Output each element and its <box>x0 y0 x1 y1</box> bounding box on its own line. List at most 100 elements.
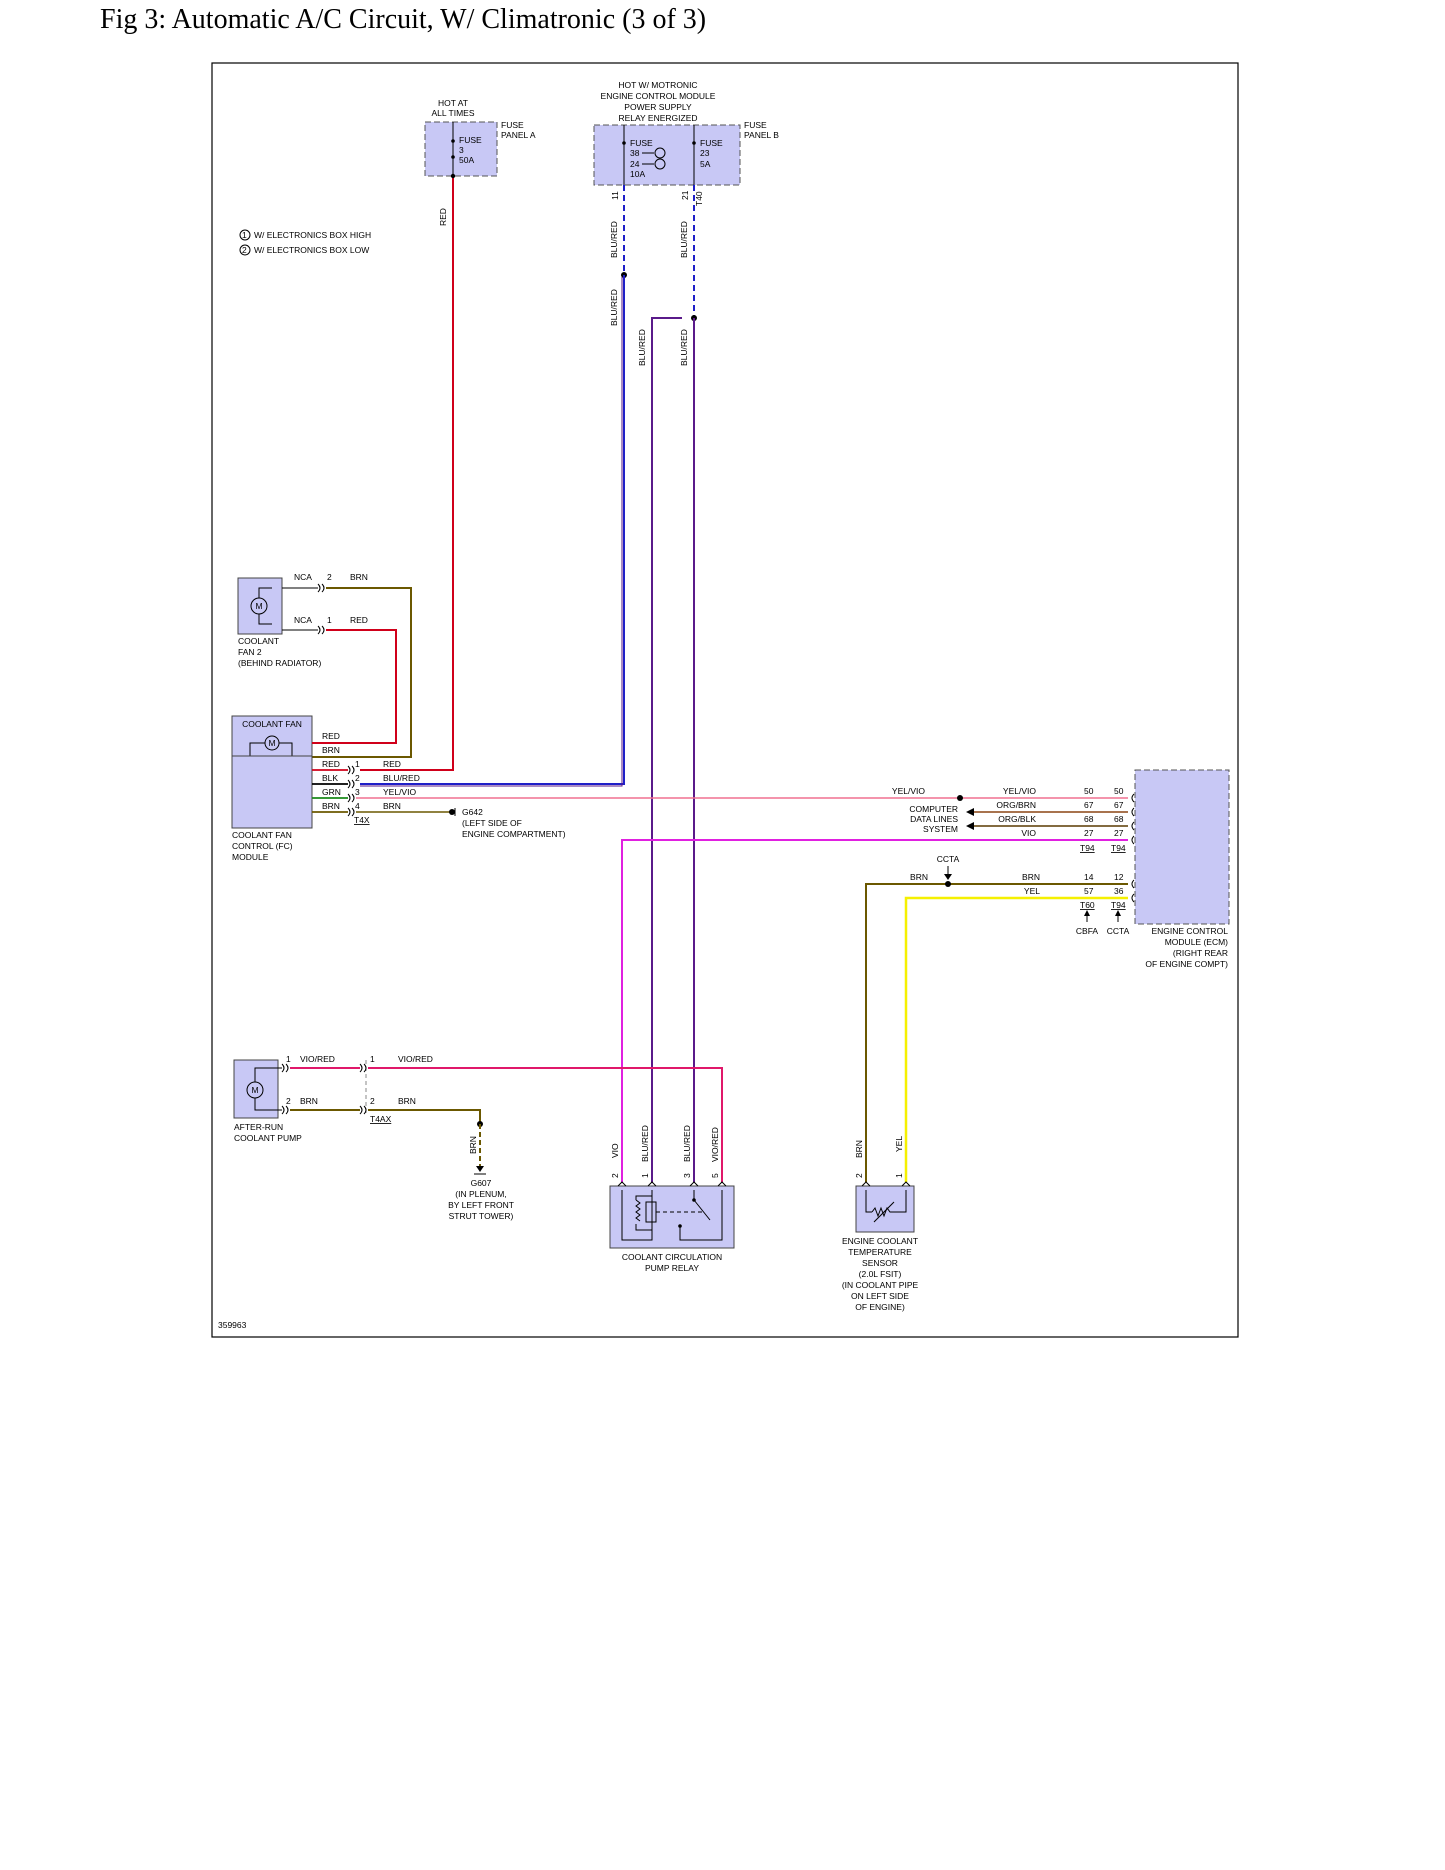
dl-row1-pa: 50 <box>1084 786 1094 796</box>
fan2-pin1-wire: RED <box>350 615 368 625</box>
fuse-b-hot-label-2: ENGINE CONTROL MODULE <box>601 91 716 101</box>
after-run-pump: M AFTER-RUN COOLANT PUMP 1 VIO/RED 1 VIO… <box>233 1054 433 1143</box>
ect-label-4: (2.0L FSIT) <box>859 1269 902 1279</box>
fuse-b1-label: FUSE <box>630 138 653 148</box>
fan2-pin2: 2 <box>327 572 332 582</box>
ect-pin-right: 1 <box>894 1173 904 1178</box>
fc-label-1: COOLANT FAN <box>232 830 292 840</box>
relay-pin2-wire: VIO <box>610 1143 620 1158</box>
ecm-label-3: (RIGHT REAR <box>1173 948 1228 958</box>
figure-id: 359963 <box>218 1320 247 1330</box>
ect-wire-right: YEL <box>894 1136 904 1152</box>
g642-id: G642 <box>462 807 483 817</box>
fc-connector: T4X <box>354 815 370 825</box>
fuse-b-panel-label-2: PANEL B <box>744 130 779 140</box>
ccta-row2-pb: 36 <box>1114 886 1124 896</box>
wire-brn-fan2 <box>310 587 412 758</box>
ccta-junction: CCTA BRN BRN 14 12 YEL 57 36 T60 T94 CBF… <box>910 854 1130 936</box>
wire-brn-ect <box>865 883 1128 1182</box>
dl-row3-pb: 68 <box>1114 814 1124 824</box>
fuse-b-connector: T40 <box>694 191 704 206</box>
fuse-b2-label: FUSE <box>700 138 723 148</box>
ect-label-1: ENGINE COOLANT <box>842 1236 918 1246</box>
legend-item-2: W/ ELECTRONICS BOX LOW <box>254 245 369 255</box>
fc-label-3: MODULE <box>232 852 269 862</box>
fc-pin1-right: RED <box>383 759 401 769</box>
dl-row2-wire: ORG/BRN <box>996 800 1036 810</box>
wire-vio <box>621 839 1128 1182</box>
fan2-motor: M <box>255 601 262 611</box>
wire-red-fan2 <box>310 629 397 744</box>
coolant-fan-motor: M <box>268 738 275 748</box>
dl-row3-wire: ORG/BLK <box>998 814 1036 824</box>
fuse-a-fuse-rating: 50A <box>459 155 474 165</box>
g607-id: G607 <box>471 1178 492 1188</box>
ecm-label-4: OF ENGINE COMPT) <box>1145 959 1228 969</box>
dl-row3-pa: 68 <box>1084 814 1094 824</box>
dl-row4-pb: 27 <box>1114 828 1124 838</box>
data-lines-label-3: SYSTEM <box>923 824 958 834</box>
g642-desc-1: (LEFT SIDE OF <box>462 818 522 828</box>
legend-sym-1: 1 <box>242 230 247 240</box>
relay-pin2: 2 <box>610 1173 620 1178</box>
wire-yel-ect <box>904 896 1128 1182</box>
fuse-a-fuse-label: FUSE <box>459 135 482 145</box>
fuse-b2-number: 23 <box>700 148 710 158</box>
fc-pin2-left: BLK <box>322 773 338 783</box>
wire-blu-red-riser-1 <box>651 317 682 1182</box>
fc-pin3-right: YEL/VIO <box>383 787 416 797</box>
fc-pin2-right: BLU/RED <box>383 773 420 783</box>
fc-pin3: 3 <box>355 787 360 797</box>
relay-pin1: 1 <box>640 1173 650 1178</box>
ccta-row1-pb: 12 <box>1114 872 1124 882</box>
ccta-row2-wire: YEL <box>1024 886 1040 896</box>
diagram-frame <box>211 62 1239 1338</box>
pump-motor: M <box>251 1085 258 1095</box>
relay-label-2: PUMP RELAY <box>645 1263 699 1273</box>
coolant-fan-label: COOLANT FAN <box>242 719 302 729</box>
dl-row4-wire: VIO <box>1021 828 1036 838</box>
fuse-panel-b: HOT W/ MOTRONIC ENGINE CONTROL MODULE PO… <box>593 80 779 186</box>
fuse-a-hot-label-1: HOT AT <box>438 98 468 108</box>
g607-desc-2: BY LEFT FRONT <box>448 1200 514 1210</box>
ecm-label-1: ENGINE CONTROL <box>1151 926 1228 936</box>
ect-sensor: BRN 2 YEL 1 ENGINE COOLANT TEMPERATURE S… <box>842 1136 919 1312</box>
wire-brn-g607 <box>368 1109 481 1124</box>
fuse-panel-a: HOT AT ALL TIMES FUSE PANEL A FUSE 3 50A <box>424 98 536 177</box>
ecm: ENGINE CONTROL MODULE (ECM) (RIGHT REAR … <box>1134 769 1230 969</box>
legend-item-1: W/ ELECTRONICS BOX HIGH <box>254 230 371 240</box>
ccta-sub-b: CCTA <box>1107 926 1130 936</box>
ccta-row1-pa: 14 <box>1084 872 1094 882</box>
fan2-pin1-conn: NCA <box>294 615 312 625</box>
fuse-b2-rating: 5A <box>700 159 711 169</box>
fc-module: COOLANT FAN CONTROL (FC) MODULE RED 1 RE… <box>231 755 420 862</box>
fc-pin4-right: BRN <box>383 801 401 811</box>
ecm-label-2: MODULE (ECM) <box>1165 937 1228 947</box>
ect-label-6: ON LEFT SIDE <box>851 1291 909 1301</box>
dl-conn-b: T94 <box>1111 843 1126 853</box>
dl-conn-a: T94 <box>1080 843 1095 853</box>
riser-label-2: BLU/RED <box>679 329 689 366</box>
ect-label-3: SENSOR <box>862 1258 898 1268</box>
pump-label-1: AFTER-RUN <box>234 1122 283 1132</box>
wire-red-fuse-a <box>360 176 454 771</box>
pump-pin2-wire: BRN <box>300 1096 318 1106</box>
wire-label-blu-red-lower: BLU/RED <box>609 289 619 326</box>
pump-pin2b: 2 <box>370 1096 375 1106</box>
wire-label-blu-red-right: BLU/RED <box>679 221 689 258</box>
ccta-sub-a: CBFA <box>1076 926 1099 936</box>
fuse-b-panel-label-1: FUSE <box>744 120 767 130</box>
wire-label-red-fuse-a: RED <box>438 208 448 226</box>
pump-pin2: 2 <box>286 1096 291 1106</box>
pump-connector: T4AX <box>370 1114 392 1124</box>
pump-relay: VIO 2 BLU/RED 1 BLU/RED 3 VIO/RED 5 COOL… <box>609 1125 735 1273</box>
relay-pin3-wire: BLU/RED <box>682 1125 692 1162</box>
coolant-fan-wire-bottom: BRN <box>322 745 340 755</box>
ground-g642: G642 (LEFT SIDE OF ENGINE COMPARTMENT) <box>462 807 566 839</box>
ccta-conn-b: T94 <box>1111 900 1126 910</box>
g607-desc-3: STRUT TOWER) <box>449 1211 514 1221</box>
fan2-pin2-wire: BRN <box>350 572 368 582</box>
ccta-conn-a: T60 <box>1080 900 1095 910</box>
fuse-b-hot-label-4: RELAY ENERGIZED <box>618 113 697 123</box>
fuse-b-hot-label-1: HOT W/ MOTRONIC <box>618 80 697 90</box>
